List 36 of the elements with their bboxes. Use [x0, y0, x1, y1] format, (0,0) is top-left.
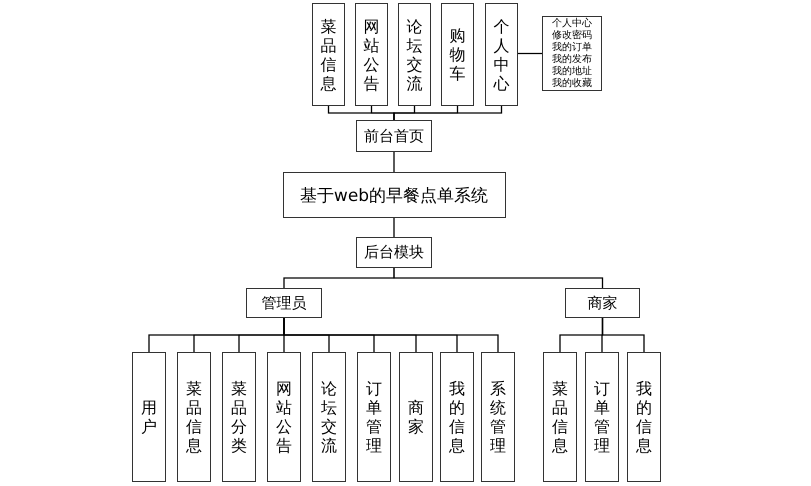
connector-line	[518, 52, 542, 54]
connector-line	[393, 106, 502, 120]
module-box: 商家	[399, 352, 433, 482]
menu-item-text: 修改密码	[552, 30, 592, 42]
menu-item-text: 我的收藏	[552, 78, 592, 90]
connector-line	[393, 218, 395, 237]
connector-line	[393, 268, 604, 288]
module-box: 网站公告	[267, 352, 301, 482]
submenu-box	[542, 16, 602, 91]
menu-item-text: 我的发布	[552, 54, 592, 66]
menu-item-text: 我的地址	[552, 66, 592, 78]
module-box: 菜品信息	[177, 352, 211, 482]
connector-line	[283, 318, 499, 352]
connector-line	[602, 318, 645, 352]
module-box: 后台模块	[356, 237, 432, 268]
module-box: 网站公告	[355, 3, 388, 106]
system-title-box: 基于web的早餐点单系统	[282, 172, 506, 218]
module-box: 我的信息	[627, 352, 661, 482]
module-box: 论坛交流	[398, 3, 431, 106]
module-box: 菜品分类	[222, 352, 256, 482]
module-box: 个人中心	[485, 3, 518, 106]
module-box: 订单管理	[585, 352, 619, 482]
module-box: 前台首页	[356, 120, 432, 152]
module-box: 商家	[565, 288, 640, 318]
module-box: 购物车	[441, 3, 474, 106]
module-box: 菜品信息	[312, 3, 345, 106]
module-box: 我的信息	[440, 352, 474, 482]
module-box: 管理员	[246, 288, 322, 318]
menu-item-text: 个人中心	[552, 18, 592, 30]
menu-item-text: 我的订单	[552, 42, 592, 54]
module-box: 论坛交流	[312, 352, 346, 482]
module-box: 用户	[132, 352, 166, 482]
connector-line	[393, 152, 395, 172]
module-box: 系统管理	[481, 352, 515, 482]
module-box: 订单管理	[357, 352, 391, 482]
module-box: 菜品信息	[543, 352, 577, 482]
